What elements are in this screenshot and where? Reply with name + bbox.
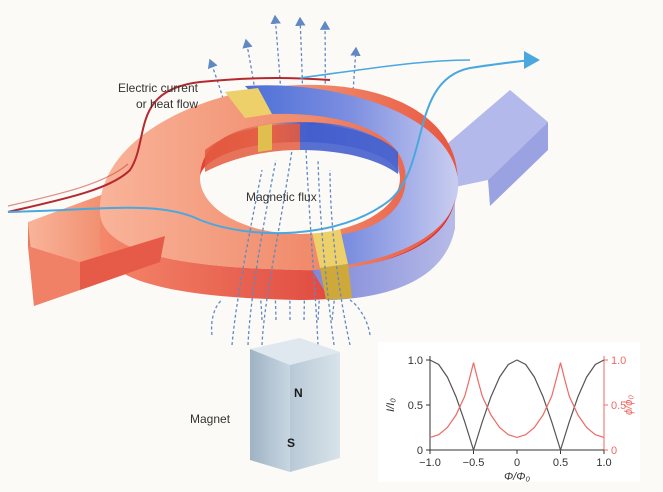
y-left-tick-label: 1.0 — [408, 355, 423, 367]
x-tick-label: −1.0 — [419, 457, 441, 469]
x-tick-label: 0.5 — [553, 457, 568, 469]
magnet-block — [250, 338, 340, 472]
current-path — [7, 51, 540, 235]
y-left-tick-label: 0 — [417, 445, 423, 457]
right-lead — [440, 90, 548, 206]
series-line-1 — [429, 359, 605, 453]
flux-label: Magnetic flux — [246, 190, 317, 204]
x-tick-label: −0.5 — [463, 457, 485, 469]
current-label: Electric current or heat flow — [58, 80, 198, 112]
magnet-pole-s: S — [287, 436, 296, 450]
x-tick-label: 0 — [514, 457, 520, 469]
y-axis-right-label: ϕ/ϕ₀ — [623, 395, 635, 415]
y-axis-left-label: I/I₀ — [385, 398, 397, 412]
y-right-tick-label: 0.5 — [611, 400, 626, 412]
flux-lines-front — [210, 149, 371, 346]
current-label-line-2: or heat flow — [135, 97, 198, 111]
x-axis-label: Φ/Φ₀ — [504, 471, 530, 482]
ring-side — [80, 200, 455, 300]
magnet-label: Magnet — [190, 412, 231, 426]
x-tick-label: 1.0 — [596, 457, 611, 469]
current-label-line-1: Electric current — [117, 81, 198, 95]
y-right-tick-label: 0 — [611, 445, 617, 457]
series-line-2 — [429, 362, 605, 439]
ring-top — [99, 84, 459, 271]
magnet-pole-n: N — [294, 386, 303, 400]
y-right-tick-label: 1.0 — [611, 355, 626, 367]
y-left-tick-label: 0.5 — [408, 400, 423, 412]
